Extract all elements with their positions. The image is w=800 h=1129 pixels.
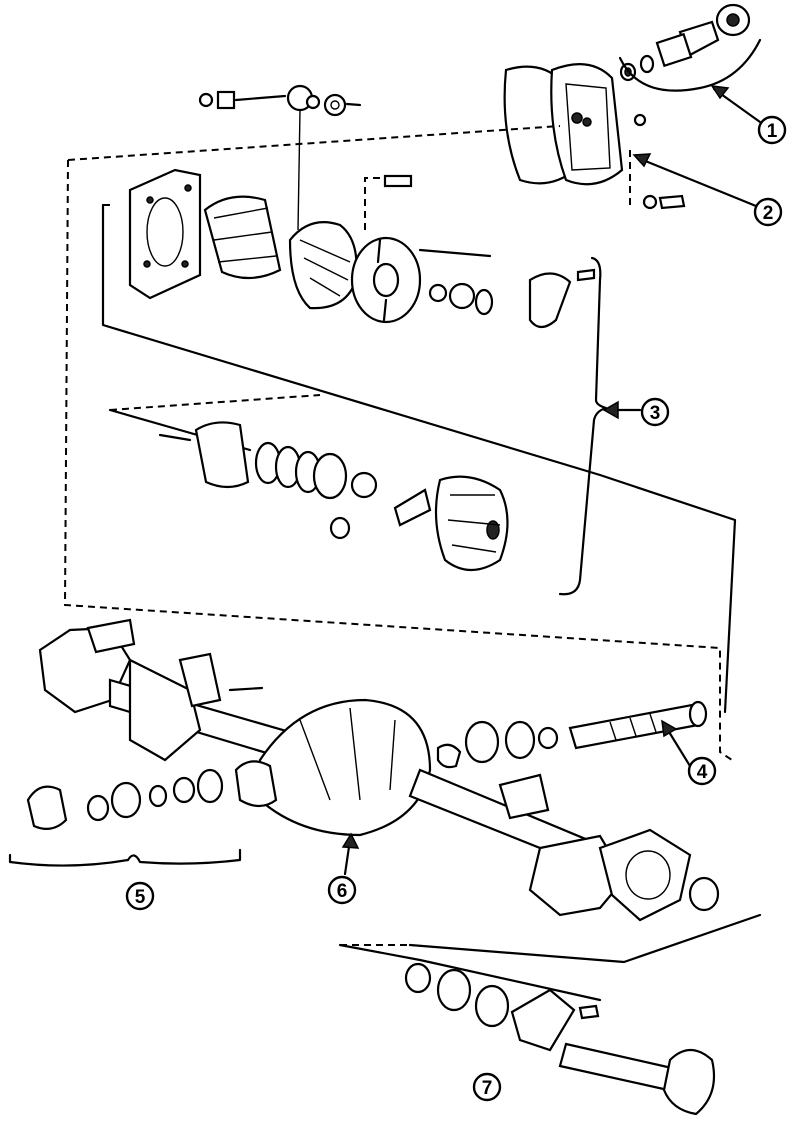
svg-text:5: 5: [135, 887, 146, 908]
differential-carrier-lower: [158, 421, 509, 572]
differential-carrier-upper: [128, 168, 596, 329]
pinion-bearing-set: [8, 768, 242, 867]
clutch-pack-outline: [109, 394, 321, 411]
svg-text:7: 7: [482, 1078, 493, 1099]
pinion-shaft: [436, 700, 708, 769]
svg-text:6: 6: [337, 881, 348, 902]
callout-5: 5: [125, 881, 155, 911]
differential-frame-outline: [63, 125, 736, 763]
svg-text:3: 3: [650, 403, 661, 424]
pinion-flange-assembly: [618, 3, 762, 92]
side-gear-parts: [198, 84, 362, 231]
callout-7: 7: [472, 1072, 502, 1102]
group-3-brace: [558, 256, 608, 596]
callout-6: 6: [327, 875, 357, 905]
callout-1: 1: [757, 115, 787, 145]
svg-text:2: 2: [763, 203, 774, 224]
axle-housing: [38, 618, 720, 922]
callout-2: 2: [753, 197, 783, 227]
svg-text:1: 1: [767, 121, 778, 142]
cover-bolts: [629, 150, 686, 210]
callout-4: 4: [687, 756, 717, 786]
cover-and-gasket: [503, 63, 647, 186]
axle-shaft-assembly: [404, 962, 716, 1116]
callout-arrows: [341, 85, 762, 876]
callout-3: 3: [640, 397, 670, 427]
svg-text:4: 4: [697, 762, 708, 783]
